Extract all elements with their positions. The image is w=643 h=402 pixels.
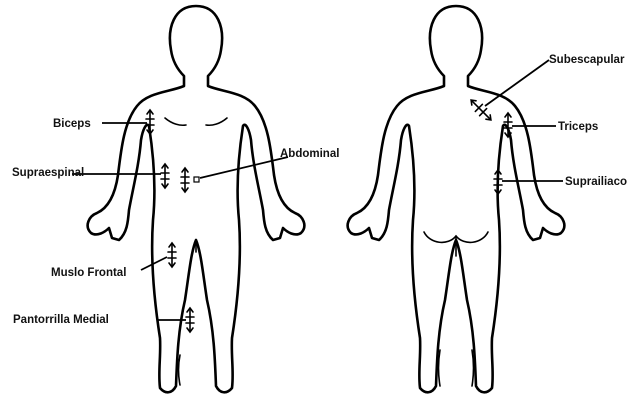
- caliper-mark-muslo-frontal-icon: [168, 243, 176, 267]
- leader-subescapular: [485, 60, 549, 106]
- caliper-mark-pantorrilla-medial-icon: [186, 308, 194, 332]
- caliper-mark-biceps-icon: [146, 110, 154, 134]
- label-subescapular: Subescapular: [549, 54, 625, 66]
- label-muslo-frontal: Muslo Frontal: [51, 267, 126, 279]
- label-pantorrilla-medial: Pantorrilla Medial: [13, 314, 109, 326]
- label-biceps: Biceps: [53, 118, 91, 130]
- caliper-mark-subescapular-icon: [468, 97, 495, 124]
- label-triceps: Triceps: [558, 121, 598, 133]
- label-suprailiaco: Suprailiaco: [565, 176, 627, 188]
- label-abdominal: Abdominal: [280, 148, 339, 160]
- navel-marker: [194, 177, 199, 182]
- front-body-figure: [88, 6, 305, 392]
- caliper-mark-abdominal-icon: [181, 168, 189, 192]
- caliper-mark-supraespinal-icon: [161, 164, 169, 188]
- leader-muslo-frontal: [141, 257, 167, 270]
- back-body-figure: [348, 6, 565, 392]
- label-supraespinal: Supraespinal: [12, 167, 84, 179]
- caliper-mark-suprailiaco-icon: [494, 170, 502, 194]
